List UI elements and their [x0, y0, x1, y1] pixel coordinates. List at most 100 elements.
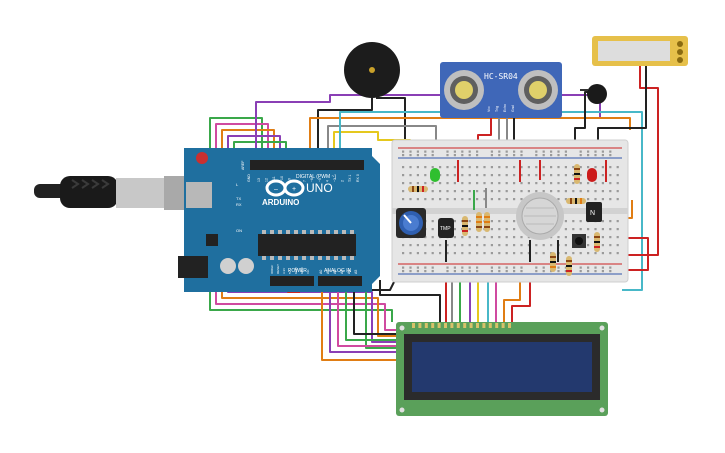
- breadboard-hole: [483, 236, 486, 239]
- breadboard-hole: [587, 236, 590, 239]
- lcd-pin: [469, 323, 473, 328]
- breadboard-hole: [513, 220, 516, 223]
- breadboard-hole: [498, 150, 501, 153]
- temperature-sensor: TMP: [438, 218, 454, 238]
- breadboard-hole: [483, 182, 486, 185]
- breadboard-hole: [409, 150, 412, 153]
- breadboard-hole: [505, 182, 508, 185]
- arduino-model: UNO: [306, 181, 333, 195]
- breadboard-hole: [572, 174, 575, 177]
- push-button: [572, 234, 586, 248]
- digital-label: DIGITAL (PWM ~): [296, 174, 336, 180]
- breadboard-hole: [476, 252, 479, 255]
- breadboard-hole: [468, 270, 471, 273]
- breadboard-hole: [572, 190, 575, 193]
- breadboard-hole: [468, 220, 471, 223]
- breadboard-hole: [424, 252, 427, 255]
- breadboard-hole: [609, 174, 612, 177]
- breadboard-hole: [564, 270, 567, 273]
- breadboard-hole: [424, 236, 427, 239]
- buzzer: [344, 42, 400, 98]
- breadboard-hole: [468, 198, 471, 201]
- sensor-pin-label: Trig: [495, 106, 499, 112]
- breadboard-hole: [520, 244, 523, 247]
- breadboard-hole: [424, 182, 427, 185]
- power-label: POWER: [288, 268, 307, 274]
- wire-analog-a3: [345, 278, 410, 341]
- breadboard-hole: [416, 198, 419, 201]
- digital-pin-label: ~9: [287, 178, 291, 182]
- breadboard-hole: [446, 182, 449, 185]
- breadboard-hole: [594, 198, 597, 201]
- breadboard-hole: [520, 190, 523, 193]
- breadboard-hole: [498, 198, 501, 201]
- breadboard-hole: [564, 174, 567, 177]
- breadboard-hole: [587, 198, 590, 201]
- resistor: [574, 164, 580, 184]
- wire-display-red: [606, 62, 659, 256]
- resistors: [408, 164, 600, 276]
- svg-text:–: –: [274, 186, 278, 193]
- wire-lcd-1: [379, 280, 441, 322]
- power-header: [270, 276, 314, 286]
- breadboard-hole: [616, 174, 619, 177]
- breadboard-hole: [601, 220, 604, 223]
- breadboard-hole: [601, 252, 604, 255]
- breadboard-hole: [490, 182, 493, 185]
- digital-pin-label: ~11: [272, 176, 276, 182]
- breadboard-hole: [453, 270, 456, 273]
- breadboard-hole: [594, 150, 597, 153]
- breadboard-hole: [453, 174, 456, 177]
- breadboard-hole: [609, 198, 612, 201]
- breadboard-hole: [483, 166, 486, 169]
- capacitor: [220, 258, 236, 274]
- breadboard-hole: [542, 190, 545, 193]
- breadboard-hole: [594, 166, 597, 169]
- lcd-pin: [508, 323, 511, 328]
- breadboard-hole: [564, 150, 567, 153]
- breadboard-hole: [579, 270, 582, 273]
- breadboard-hole: [476, 198, 479, 201]
- breadboard-hole: [402, 252, 405, 255]
- breadboard-hole: [446, 150, 449, 153]
- breadboard-hole: [416, 270, 419, 273]
- breadboard-hole: [535, 174, 538, 177]
- breadboard-hole: [535, 190, 538, 193]
- breadboard-hole: [594, 252, 597, 255]
- breadboard-hole: [616, 182, 619, 185]
- breadboard-hole: [505, 198, 508, 201]
- breadboard-hole: [461, 154, 464, 157]
- breadboard-hole: [601, 150, 604, 153]
- breadboard-hole: [594, 182, 597, 185]
- digital-pin-label: 2: [341, 180, 345, 182]
- analog-pin-label: A1: [326, 270, 330, 274]
- analog-pin-label: A4: [347, 270, 351, 274]
- digital-pin-label: ~5: [318, 178, 322, 182]
- breadboard-hole: [416, 182, 419, 185]
- breadboard-hole: [468, 166, 471, 169]
- breadboard-hole: [409, 166, 412, 169]
- resistor: [408, 186, 428, 192]
- resistor: [594, 232, 600, 252]
- breadboard-hole: [409, 154, 412, 157]
- breadboard-hole: [505, 150, 508, 153]
- breadboard-hole: [513, 182, 516, 185]
- breadboard-hole: [490, 220, 493, 223]
- breadboard-hole: [579, 266, 582, 269]
- breadboard-hole: [535, 252, 538, 255]
- breadboard-hole: [564, 228, 567, 231]
- breadboard-hole: [439, 244, 442, 247]
- breadboard-hole: [564, 252, 567, 255]
- breadboard-hole: [483, 174, 486, 177]
- breadboard-hole: [616, 166, 619, 169]
- breadboard-hole: [587, 154, 590, 157]
- breadboard-hole: [550, 154, 553, 157]
- breadboard-hole: [490, 252, 493, 255]
- breadboard-hole: [416, 244, 419, 247]
- breadboard-hole: [409, 252, 412, 255]
- power-pin-label: RESET: [276, 264, 280, 274]
- breadboard-hole: [446, 266, 449, 269]
- breadboard-hole: [520, 198, 523, 201]
- breadboard-hole: [468, 228, 471, 231]
